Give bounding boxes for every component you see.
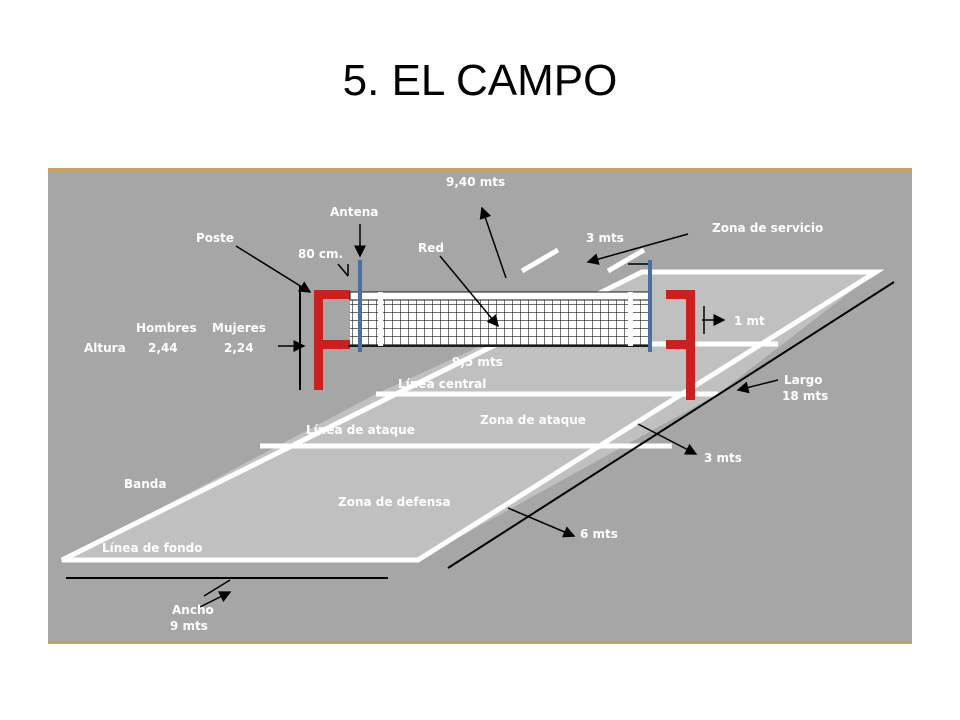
arrow-ancho (203, 579, 231, 597)
label-ancho-valor: 9 mts (170, 619, 208, 633)
label-3mts-top: 3 mts (586, 231, 624, 245)
label-antena: Antena (330, 205, 378, 219)
post-left-bracket-bottom (314, 340, 350, 349)
label-9-40: 9,40 mts (446, 175, 505, 189)
slide-title: 5. EL CAMPO (342, 56, 618, 105)
label-red: Red (418, 241, 444, 255)
label-zona-defensa: Zona de defensa (338, 495, 451, 509)
court-outline (60, 269, 885, 563)
label-largo: Largo (784, 373, 823, 387)
label-banda: Banda (124, 477, 166, 491)
label-altura-hombres: 2,44 (148, 341, 178, 355)
label-altura-mujeres: 2,24 (224, 341, 254, 355)
antenna-right (648, 260, 652, 352)
label-1mt: 1 mt (734, 314, 765, 328)
label-zona-ataque: Zona de ataque (480, 413, 586, 427)
label-hombres: Hombres (136, 321, 197, 335)
diagram-frame-top (48, 168, 912, 171)
label-3mts: 3 mts (704, 451, 742, 465)
arrow-9-40 (479, 206, 507, 279)
net-top-band (349, 291, 651, 301)
label-zona-servicio: Zona de servicio (712, 221, 823, 235)
label-9-5: 9,5 mts (452, 355, 503, 369)
court-front-half (62, 394, 718, 560)
arrow-80cm (337, 263, 349, 277)
label-6mts: 6 mts (580, 527, 618, 541)
antenna-left (358, 260, 362, 352)
post-right-bracket-bottom (666, 340, 695, 349)
arrow-red (439, 255, 499, 328)
label-linea-fondo: Línea de fondo (102, 541, 202, 555)
arrow-3mts (637, 423, 698, 455)
label-poste: Poste (196, 231, 234, 245)
net-side-band-left (378, 292, 383, 346)
label-ancho: Ancho (172, 603, 214, 617)
court-diagram: 9,40 mts Antena Poste Red 80 cm. 3 mts Z… (48, 168, 912, 644)
post-left-bracket-top (314, 290, 350, 299)
label-80cm: 80 cm. (298, 247, 343, 261)
label-linea-central: Línea central (398, 377, 486, 391)
arrow-largo (736, 379, 779, 394)
label-largo-valor: 18 mts (782, 389, 828, 403)
net-side-band-right (628, 292, 633, 346)
largo-dimension-line (447, 281, 895, 569)
label-altura: Altura (84, 341, 126, 355)
post-right-bracket-top (666, 290, 695, 299)
net-mesh (350, 300, 650, 346)
service-zone-mark-2 (606, 247, 646, 274)
service-zone-mark (520, 247, 560, 274)
arrow-3mts-top (586, 233, 689, 265)
arrow-6mts (507, 507, 576, 538)
label-mujeres: Mujeres (212, 321, 266, 335)
label-linea-ataque: Línea de ataque (306, 423, 415, 437)
arrow-poste (235, 245, 312, 293)
diagram-frame-bottom (48, 641, 912, 644)
ancho-pointer (199, 591, 232, 608)
pointer-arrows (203, 206, 779, 597)
volleyball-court-figure: 9,40 mts Antena Poste Red 80 cm. 3 mts Z… (48, 168, 912, 644)
